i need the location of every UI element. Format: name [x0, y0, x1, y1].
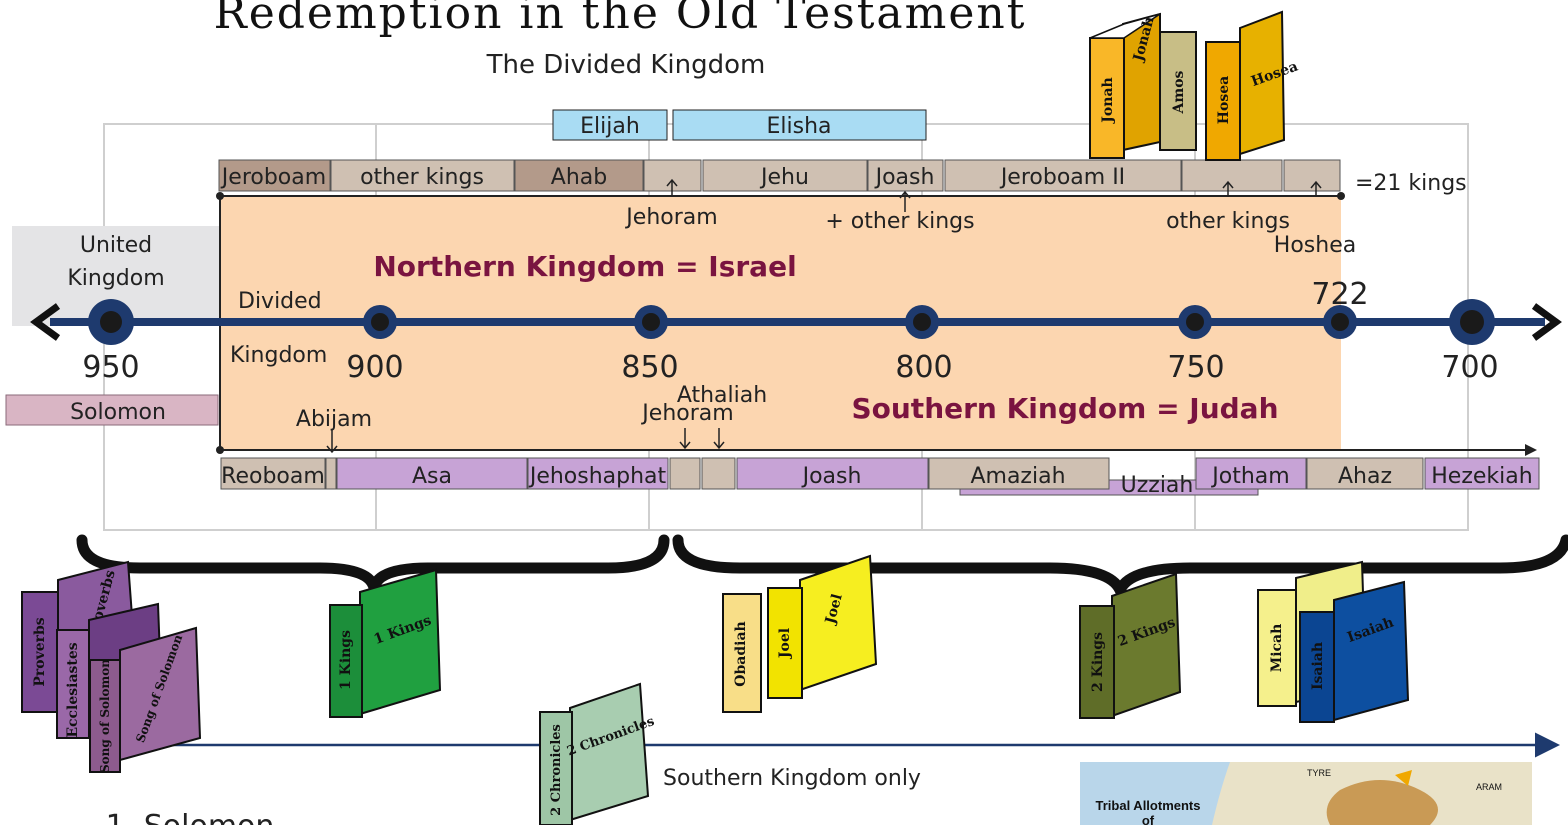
year-750: 750: [1167, 350, 1224, 385]
book-amos-spine: Amos: [1171, 70, 1187, 114]
brace-left: [76, 534, 670, 590]
books-wisdom: Proverbs Proverbs Ecclesiastes Song of S…: [21, 560, 202, 773]
book-proverbs-spine: Proverbs: [32, 617, 48, 686]
king-joash-north: Joash: [874, 165, 935, 190]
brace-right: [672, 534, 1568, 604]
book-micah-spine: Micah: [1269, 624, 1285, 673]
king-other-kings-north: other kings: [360, 165, 484, 190]
divided-label-2: Kingdom: [230, 343, 327, 368]
king-uzziah: Uzziah: [1121, 473, 1194, 498]
books-2-kings: 2 Kings 2 Kings: [1079, 572, 1182, 719]
book-2-kings-spine: 2 Kings: [1090, 632, 1106, 692]
king-ahab: Ahab: [551, 165, 607, 190]
year-950: 950: [82, 350, 139, 385]
books-isaiah: Micah Isaiah Isaiah: [1257, 560, 1410, 723]
divided-label-1: Divided: [238, 289, 322, 314]
king-amaziah: Amaziah: [970, 464, 1065, 489]
king-asa: Asa: [412, 464, 452, 489]
northern-kingdom-label: Northern Kingdom = Israel: [373, 250, 796, 283]
note-other-kings-1: + other kings: [825, 209, 974, 234]
prophet-elisha: [672, 109, 927, 141]
year-700: 700: [1441, 350, 1498, 385]
map-title-1: Tribal Allotments: [1096, 798, 1201, 813]
southern-kingdom-label: Southern Kingdom = Judah: [851, 392, 1278, 425]
king-ahaz: Ahaz: [1338, 464, 1392, 489]
map-label-tyre: TYRE: [1307, 768, 1331, 778]
book-ecclesiastes-spine: Ecclesiastes: [65, 642, 81, 737]
page-subtitle: The Divided Kingdom: [486, 50, 766, 80]
united-kingdom-label-2: Kingdom: [67, 266, 164, 291]
book-jonah-spine: Jonah: [1100, 77, 1116, 124]
note-athaliah: Athaliah: [677, 383, 767, 408]
king-jehu: Jehu: [759, 165, 809, 190]
note-other-kings-2: other kings: [1166, 209, 1290, 234]
map-thumbnail: Tribal Allotments of TYRE ARAM: [1080, 762, 1532, 825]
book-song-spine: Song of Solomon: [98, 659, 112, 773]
king-jehoshaphat: Jehoshaphat: [528, 464, 667, 489]
timeline-markers: [88, 299, 1495, 345]
book-joel-spine: Joel: [777, 628, 793, 660]
king-reoboam: Reoboam: [221, 464, 325, 489]
year-labels: 950 900 850 800 750 700 722: [82, 277, 1498, 385]
note-jehoram-south: Jehoram: [640, 401, 733, 426]
king-hezekiah: Hezekiah: [1431, 464, 1532, 489]
solomon-bar: [5, 394, 219, 426]
solomon-bar-label: Solomon: [70, 400, 166, 425]
books-1-kings: 1 Kings 1 Kings: [329, 568, 442, 718]
prophet-elisha-label: Elisha: [766, 114, 831, 139]
page-title: Redemption in the Old Testament: [214, 0, 1027, 39]
map-label-aram: ARAM: [1476, 782, 1502, 792]
year-850: 850: [621, 350, 678, 385]
north-kings-row: [218, 159, 1341, 192]
year-722: 722: [1311, 277, 1368, 312]
year-900: 900: [346, 350, 403, 385]
united-kingdom-label-1: United: [80, 233, 152, 258]
king-joash-south: Joash: [801, 464, 862, 489]
book-hosea-spine: Hosea: [1216, 76, 1232, 124]
southern-only-label: Southern Kingdom only: [663, 766, 921, 791]
year-800: 800: [895, 350, 952, 385]
prophet-elijah: [552, 109, 668, 141]
map-title-2: of: [1142, 813, 1155, 825]
book-1-kings-spine: 1 Kings: [338, 630, 354, 690]
south-kings-row: [220, 457, 1540, 496]
king-jeroboam-ii: Jeroboam II: [999, 165, 1125, 190]
king-jotham: Jotham: [1210, 464, 1289, 489]
note-hoshea: Hoshea: [1274, 233, 1356, 258]
king-count: =21 kings: [1355, 171, 1467, 196]
footer-solomon: 1. Solomon: [106, 809, 275, 825]
books-prophets-top: Jonah Jonah Amos Hosea Hosea: [1089, 10, 1300, 161]
note-abijam: Abijam: [296, 407, 372, 432]
south-note-arrows: [326, 428, 725, 454]
prophet-elijah-label: Elijah: [580, 114, 640, 139]
books-joel: Obadiah Joel Joel: [722, 554, 878, 713]
book-2-chronicles-spine: 2 Chronicles: [549, 724, 564, 816]
timeline-right-arrow: [1531, 303, 1562, 341]
note-jehoram-north: Jehoram: [624, 205, 717, 230]
books-2-chronicles: 2 Chronicles 2 Chronicles: [539, 682, 656, 825]
book-isaiah-spine: Isaiah: [1310, 642, 1326, 690]
timeline-left-arrow: [30, 303, 61, 341]
book-obadiah-spine: Obadiah: [733, 621, 749, 686]
north-note-arrows: [666, 178, 1322, 212]
king-jeroboam: Jeroboam: [220, 165, 326, 190]
